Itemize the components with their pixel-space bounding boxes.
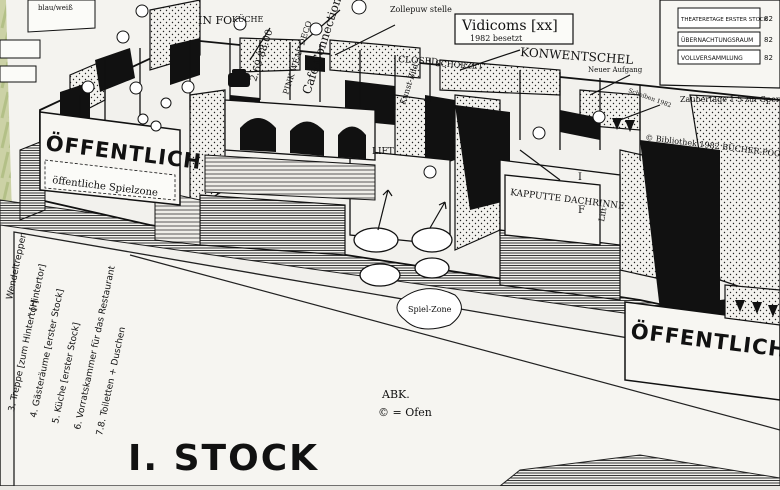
i-mark-text: I xyxy=(578,172,582,183)
legend-header: ABK. xyxy=(381,388,410,401)
slab-top-face xyxy=(13,231,780,487)
lift2-text: Lift xyxy=(597,206,608,222)
kaputte-dachrinne-box xyxy=(504,174,601,246)
slab-front-hatched xyxy=(498,454,780,487)
list-item-1-num: 82 xyxy=(764,15,773,23)
annotation-arrows xyxy=(249,9,661,231)
top-right-list xyxy=(659,0,780,89)
spielzone-ovals xyxy=(353,227,462,330)
top-left-boxes xyxy=(0,0,96,83)
vidicoms-subtext: 1982 besetzt xyxy=(470,34,523,43)
legend: ABK. © = Ofen xyxy=(378,388,432,419)
oeffentlich-left-sign xyxy=(39,111,181,206)
list-item-1-label: THEATERETAGE ERSTER STOCK xyxy=(680,17,768,23)
list-item-3-num: 82 xyxy=(764,54,773,62)
f-mark-text: F xyxy=(578,205,585,216)
oeffentlich-right-sign xyxy=(624,284,780,401)
roof-triangles xyxy=(612,118,778,317)
lift-text: LIFT xyxy=(372,147,394,157)
schorzet-text: SCHORZET xyxy=(435,59,484,71)
kueche-text: KÜCHE xyxy=(232,15,264,24)
top-right-list-texts: THEATERETAGE ERSTER STOCK 82 ÜBERNACHTUN… xyxy=(680,15,773,62)
cafe-arcade xyxy=(204,99,376,201)
zollepo-text: Zollepuw stelle xyxy=(390,5,452,14)
slab-diagonal-line xyxy=(129,254,780,431)
legend-entry: © = Ofen xyxy=(378,406,432,419)
page-title: I. STOCK xyxy=(128,438,319,479)
vidicoms-text: Vidicoms [xx] xyxy=(461,18,558,34)
abriss-text: Zaubertage 1 5 zur Sperre xyxy=(680,95,780,104)
spiel-zone-text: Spiel-Zone xyxy=(408,305,452,314)
list-item-2-label: ÜBERNACHTUNGSRAUM xyxy=(681,37,753,44)
info-text: IN FO xyxy=(198,14,232,27)
vidicoms-box xyxy=(454,13,574,45)
neuer-aufgang-text: Neuer Aufgang xyxy=(588,66,643,74)
blau-text: blau/weiß xyxy=(38,4,73,12)
room-number-markers xyxy=(81,0,606,179)
telephone-icon xyxy=(228,69,250,87)
list-item-2-num: 82 xyxy=(764,36,773,44)
dark-room-interiors xyxy=(60,38,760,340)
list-item-3-label: VOLLVERSAMMLUNG xyxy=(681,55,743,62)
staircases xyxy=(19,139,621,301)
closed-text: CLOSED xyxy=(398,55,439,68)
